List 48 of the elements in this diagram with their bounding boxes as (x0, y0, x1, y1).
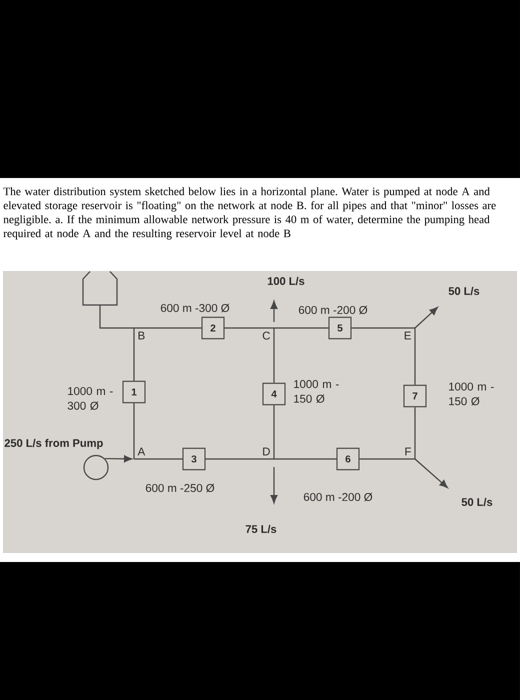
pipe-line (133, 403, 135, 459)
junction-label: F (405, 448, 411, 456)
pipe-label: 1000 m - 150 Ø (449, 382, 494, 406)
flow-label: 50 L/s (462, 498, 492, 506)
pipe-line (133, 328, 135, 381)
pipe-line (134, 458, 182, 460)
pipe-line (206, 458, 274, 460)
flow-arrow (414, 458, 448, 488)
pipe-label: 600 m -200 Ø (298, 306, 368, 314)
flow-arrow (104, 455, 132, 462)
pump-circle (83, 454, 109, 480)
junction-label: D (263, 448, 270, 456)
pipe-number-box: 7 (403, 384, 427, 408)
junction-label: E (404, 332, 411, 340)
pipe-number-box: 4 (262, 382, 286, 406)
pipe-number-box: 3 (182, 448, 206, 470)
pipe-line (99, 305, 134, 329)
pipe-line (414, 407, 416, 459)
pipe-label: 600 m -300 Ø (160, 304, 230, 312)
pipe-label: 600 m -250 Ø (146, 484, 214, 492)
pipe-line (274, 327, 328, 329)
junction-label: C (262, 332, 270, 340)
pipe-line (360, 458, 415, 460)
flow-label: 100 L/s (268, 276, 304, 286)
pipe-line (273, 328, 275, 383)
pipe-line (274, 458, 336, 460)
pipe-line (224, 327, 274, 329)
flow-label: 50 L/s (448, 286, 480, 296)
junction-label: A (138, 448, 146, 456)
pipe-line (134, 327, 202, 329)
flow-arrow (270, 300, 278, 322)
pipe-number-box: 2 (201, 316, 225, 340)
pipe-number-box: 1 (122, 380, 146, 404)
flow-arrow (414, 306, 438, 328)
pipe-label: 600 m -200 Ø (304, 492, 372, 502)
pipe-number-box: 5 (328, 316, 352, 340)
junction-label: B (138, 332, 145, 340)
flow-arrow (270, 467, 278, 504)
problem-text: The water distribution system sketched below lies in a horizontal plane. Water is pumped at node A and elevated storage reservoir is "floating" on the network at node B. for all pipes and that "minor" losses are negligible. a. If the minimum allowable network pressure is 40 m of water, determine the pumping head required at node A and the resulting reservoir level at node B (3, 187, 496, 240)
flow-label: 75 L/s (246, 524, 276, 534)
pipe-line (273, 405, 275, 459)
pipe-number-box: 6 (336, 448, 360, 470)
reservoir-tank (82, 271, 118, 306)
pipe-label: 1000 m - 150 Ø (294, 380, 339, 403)
pipe-line (414, 328, 416, 385)
pump-label: 250 L/s from Pump (4, 438, 103, 450)
pipe-label: 1000 m - 300 Ø (68, 387, 113, 410)
pipe-line (352, 327, 415, 329)
